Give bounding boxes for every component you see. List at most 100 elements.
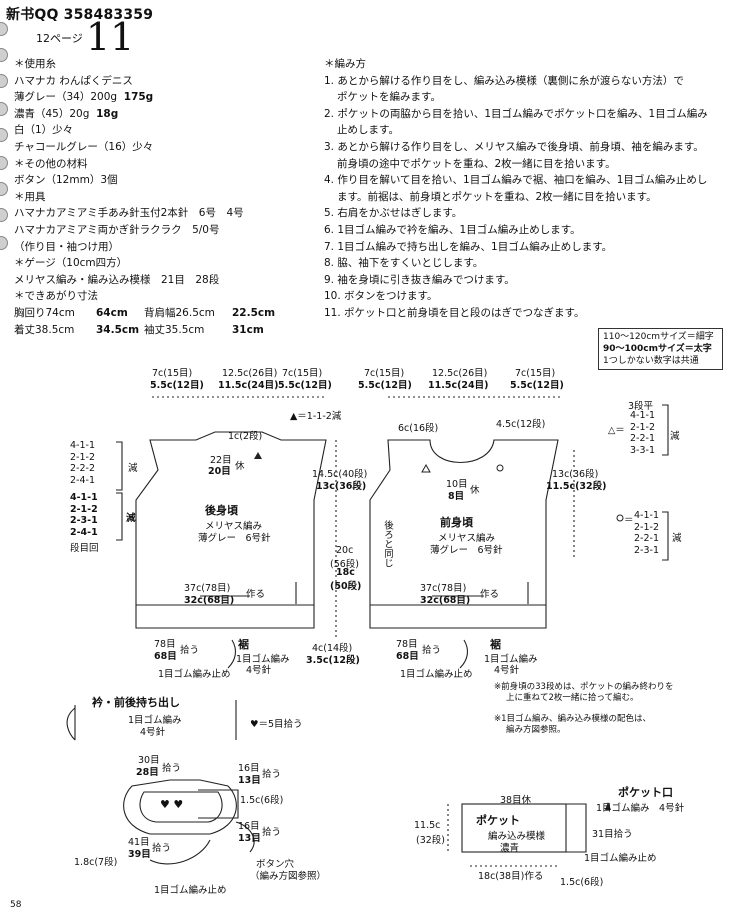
triangle-note: ▲＝1-1-2減 [290, 411, 342, 422]
front-hem-sub2: 4号針 [494, 665, 520, 676]
dim-back-shoulder-thin: 7c(15目) [152, 368, 193, 379]
qq-header: 新书QQ 358483359 [6, 7, 154, 23]
dim-front-neck-bold: 11.5c(24目) [428, 380, 489, 391]
pocket-bottom: 18c(38目)作る [478, 871, 544, 882]
front-neck-sts-bold: 8目 [448, 491, 465, 502]
step-line: 止めします。 [337, 124, 399, 137]
collar-sub1: 1目ゴム編み [128, 715, 182, 726]
collar-d-bold: 13目 [238, 833, 261, 844]
front-arm-thin: 13c(36段) [552, 469, 599, 480]
back-sub2: 薄グレー 6号針 [198, 533, 271, 544]
hem-height-thin: 4c(14段) [312, 643, 353, 654]
pocket-top: 38目休 [500, 795, 532, 806]
back-hem-pickup: 拾う [180, 645, 200, 656]
front-hem-sub1: 1目ゴム編み [484, 654, 538, 665]
button-hole-ref: （編み方図参照） [250, 871, 327, 882]
back-neck-rows: 1c(2段) [228, 431, 263, 442]
dim-back-shoulder2-bold: 5.5c(12目) [278, 380, 332, 391]
pocket-mouth-title: ポケット口 [618, 786, 673, 799]
material-line: ハマナカアミアミ手あみ針玉付2本針 6号 4号 [14, 207, 244, 220]
page-label: 12ページ [36, 32, 83, 45]
dim-front-shoulder2-bold: 5.5c(12目) [510, 380, 564, 391]
front-neck-rest: 休 [470, 485, 480, 496]
steps-title: ＊編み方 [324, 58, 366, 70]
material-line: ハマナカアミアミ両かぎ針ラクラク 5/0号 [14, 223, 220, 236]
step-line: 1. あとから解ける作り目をし、編み込み模様（裏側に糸が渡らない方法）で [324, 74, 684, 87]
pocket-mouth-sts: 31目拾う [592, 829, 633, 840]
body-thin1: 20c [336, 545, 354, 556]
collar-d-pickup: 拾う [262, 827, 282, 838]
collar-c: 1.5c(6段) [240, 795, 284, 806]
back-neck-sts-bold: 20目 [208, 466, 231, 477]
step-line: 2. ポケットの両脇から目を拾い、1目ゴム編みでポケット口を編み、1目ゴム編み [324, 107, 708, 120]
note1a: ※前身頃の33段めは、ポケットの編み終わりを [494, 682, 674, 692]
material-line: ボタン（12mm）3個 [14, 174, 118, 187]
button-hole: ボタン穴 [256, 859, 295, 870]
dim-front-shoulder-thin: 7c(15目) [364, 368, 405, 379]
circle-symbol: ＝ [624, 515, 634, 526]
front-hem-sts-bold: 68目 [396, 651, 419, 662]
collar-e-pickup: 拾う [152, 843, 172, 854]
tri-dec-label: 減 [670, 431, 680, 442]
hem-height-bold: 3.5c(12段) [306, 655, 360, 666]
front-title: 前身頃 [440, 516, 473, 529]
steps-block: ＊編み方 1. あとから解ける作り目をし、編み込み模様（裏側に糸が渡らない方法）… [324, 56, 724, 322]
collar-e-thin: 41目 [128, 837, 150, 848]
back-neck-sts-thin: 22目 [210, 455, 232, 466]
dim-front-shoulder-bold: 5.5c(12目) [358, 380, 412, 391]
same-as-back: 後ろと同じ [382, 520, 393, 568]
pocket-sub1: 編み込み模様 [488, 831, 546, 842]
dec-end: 段目回 [70, 543, 99, 554]
step-line: ポケットを編みます。 [337, 91, 441, 104]
material-line: ＊用具 [14, 190, 46, 203]
dim-back-neck-bold: 11.5c(24目) [218, 380, 279, 391]
note1b: 上に重ねて2枚一緒に拾って編む。 [506, 693, 639, 703]
front-neck-h: 6c(16段) [398, 423, 439, 434]
materials-block: ＊使用糸 ハマナカ わんぱくデニス 薄グレー（34）200g 175g 濃青（4… [14, 56, 314, 338]
dec-label-bold: 減 [126, 513, 136, 524]
material-line: ハマナカ わんぱくデニス [14, 74, 133, 87]
pocket-mouth-h: 1.5c(6段) [560, 877, 604, 888]
front-hem-pickup: 拾う [422, 645, 442, 656]
collar-a-thin: 30目 [138, 755, 160, 766]
pocket-sub2: 濃青 [500, 843, 520, 854]
collar-f: 1.8c(7段) [74, 857, 118, 868]
step-line: 前身頃の途中でポケットを重ね、2枚一緒に目を拾います。 [337, 157, 616, 170]
collar-b-thin: 16目 [238, 763, 260, 774]
material-line: ＊その他の材料 [14, 157, 88, 170]
pocket-title: ポケット [476, 814, 520, 827]
material-line: ＊ゲージ（10cm四方） [14, 257, 128, 270]
tri-dec-head: 3段平 [628, 401, 654, 412]
front-arm-bold: 11.5c(32段) [546, 481, 607, 492]
front-hem-sts-thin: 78目 [396, 639, 418, 650]
material-line: ＊使用糸 [14, 58, 56, 70]
step-line: 3. あとから解ける作り目をし、メリヤス編みで後身頃、前身頃、袖を編みます。 [324, 140, 704, 153]
front-width-thin: 37c(78目) [420, 583, 467, 594]
dim-back-shoulder2-thin: 7c(15目) [282, 368, 323, 379]
front-hem-title: 裾 [490, 638, 501, 651]
step-line: 5. 右肩をかぶせはぎします。 [324, 207, 463, 220]
back-hem-sts-bold: 68目 [154, 651, 177, 662]
step-line: 10. ボタンをつけます。 [324, 290, 438, 303]
collar-e-bold: 39目 [128, 849, 151, 860]
collar-hearts: ♥ ♥ [160, 798, 184, 811]
back-hem-title: 裾 [238, 638, 249, 651]
pocket-mouth-end: 1目ゴム編み止め [584, 853, 657, 864]
back-make: 作る [246, 589, 266, 600]
back-width-thin: 37c(78目) [184, 583, 231, 594]
front-rib-end: 1目ゴム編み止め [400, 669, 473, 680]
back-sub1: メリヤス編み [205, 521, 263, 532]
body-bold1: 18c [336, 567, 355, 578]
step-line: 7. 1目ゴム編みで持ち出しを編み、1目ゴム編み止めします。 [324, 240, 613, 253]
dim-back-neck-thin: 12.5c(26目) [222, 368, 278, 379]
body-thin2: (56段) [330, 559, 360, 570]
collar-b-bold: 13目 [238, 775, 261, 786]
collar-b-pickup: 拾う [262, 769, 282, 780]
material-line: メリヤス編み・編み込み模様 21目 28段 [14, 273, 220, 286]
heart-note: ♥＝5目拾う [250, 719, 303, 730]
step-line: 11. ポケット口と前身頃を目と段のはぎでつなぎます。 [324, 306, 585, 319]
